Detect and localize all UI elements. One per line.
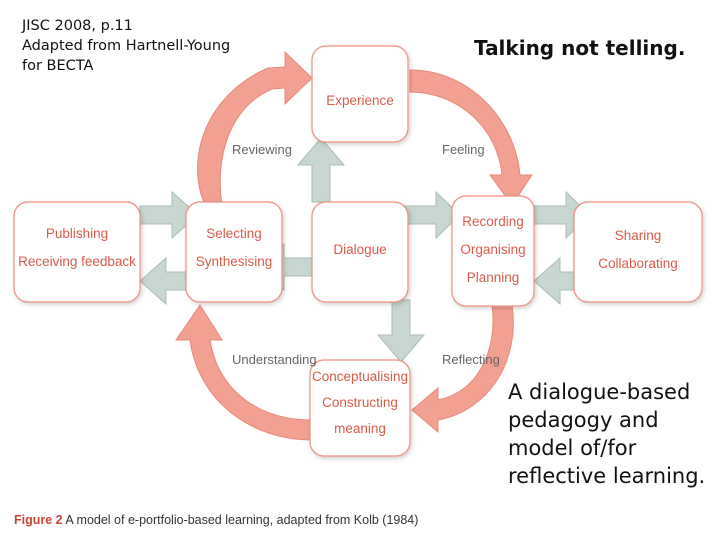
- flow-label-feeling: Feeling: [442, 142, 485, 157]
- publishing-line: Publishing: [45, 226, 109, 241]
- flow-label-understanding: Understanding: [232, 352, 317, 367]
- box-recording: [451, 195, 535, 307]
- collaborating-line: Collaborating: [598, 256, 678, 271]
- box-selecting: [185, 201, 283, 303]
- flow-label-reviewing: Reviewing: [232, 142, 292, 157]
- figure-caption-label: Figure 2: [14, 513, 63, 527]
- meaning-line: meaning: [334, 421, 386, 436]
- box-conceptualising: [309, 359, 411, 457]
- cycle-arrows: [175, 50, 533, 441]
- source-line-2: Adapted from Hartnell-Young: [22, 38, 231, 54]
- slide-heading: Talking not telling.: [474, 36, 686, 60]
- label-dialogue: Dialogue: [312, 236, 408, 264]
- label-experience: Experience: [312, 86, 408, 116]
- figure-caption-text: A model of e-portfolio-based learning, a…: [65, 513, 419, 527]
- label-publishing: Publishing Receiving feedback: [14, 220, 140, 276]
- source-line-1: JISC 2008, p.11: [22, 18, 133, 34]
- experience-line: Experience: [326, 93, 394, 108]
- arrow-dialogue-up: [296, 137, 346, 203]
- source-line-3: for BECTA: [22, 58, 94, 74]
- synthesising-line: Synthesising: [195, 254, 273, 269]
- selecting-line: Selecting: [206, 226, 262, 241]
- right-caption-line-4: reflective learning.: [508, 464, 706, 488]
- boxes: [13, 45, 703, 457]
- cycle-arrow-bottom-right: [411, 304, 514, 434]
- arrow-publishing-to-selecting: [139, 190, 199, 240]
- box-sharing: [573, 201, 703, 303]
- figure-caption: Figure 2 A model of e-portfolio-based le…: [14, 513, 418, 527]
- dialogue-line: Dialogue: [333, 242, 387, 257]
- right-caption-line-1: A dialogue-based: [508, 380, 691, 404]
- arrow-dialogue-down: [376, 299, 426, 363]
- receiving-feedback-line: Receiving feedback: [18, 254, 136, 269]
- box-experience: [311, 45, 409, 143]
- source-note: JISC 2008, p.11 Adapted from Hartnell-Yo…: [22, 16, 272, 76]
- cycle-arrow-top-right: [409, 69, 533, 206]
- box-dialogue: [311, 201, 409, 303]
- label-recording: Recording Organising Planning: [452, 208, 534, 292]
- cycle-arrow-bottom-left: [175, 304, 313, 441]
- recording-line: Recording: [462, 214, 524, 229]
- exchange-arrows: [139, 137, 591, 363]
- label-conceptualising: Conceptualising Constructing meaning: [310, 364, 410, 442]
- right-caption-line-2: pedagogy and: [508, 408, 659, 432]
- flow-label-reflecting: Reflecting: [442, 352, 500, 367]
- right-caption-line-3: model of/for: [508, 436, 637, 460]
- label-sharing: Sharing Collaborating: [574, 222, 702, 278]
- label-selecting: Selecting Synthesising: [186, 220, 282, 276]
- box-publishing: [13, 201, 141, 303]
- sharing-line: Sharing: [614, 228, 662, 243]
- organising-line: Organising: [460, 242, 526, 257]
- constructing-line: Constructing: [322, 395, 398, 410]
- planning-line: Planning: [466, 270, 520, 285]
- conceptualising-line: Conceptualising: [311, 369, 409, 384]
- arrow-dialogue-to-recording: [403, 190, 461, 240]
- right-caption: A dialogue-based pedagogy and model of/f…: [508, 378, 713, 490]
